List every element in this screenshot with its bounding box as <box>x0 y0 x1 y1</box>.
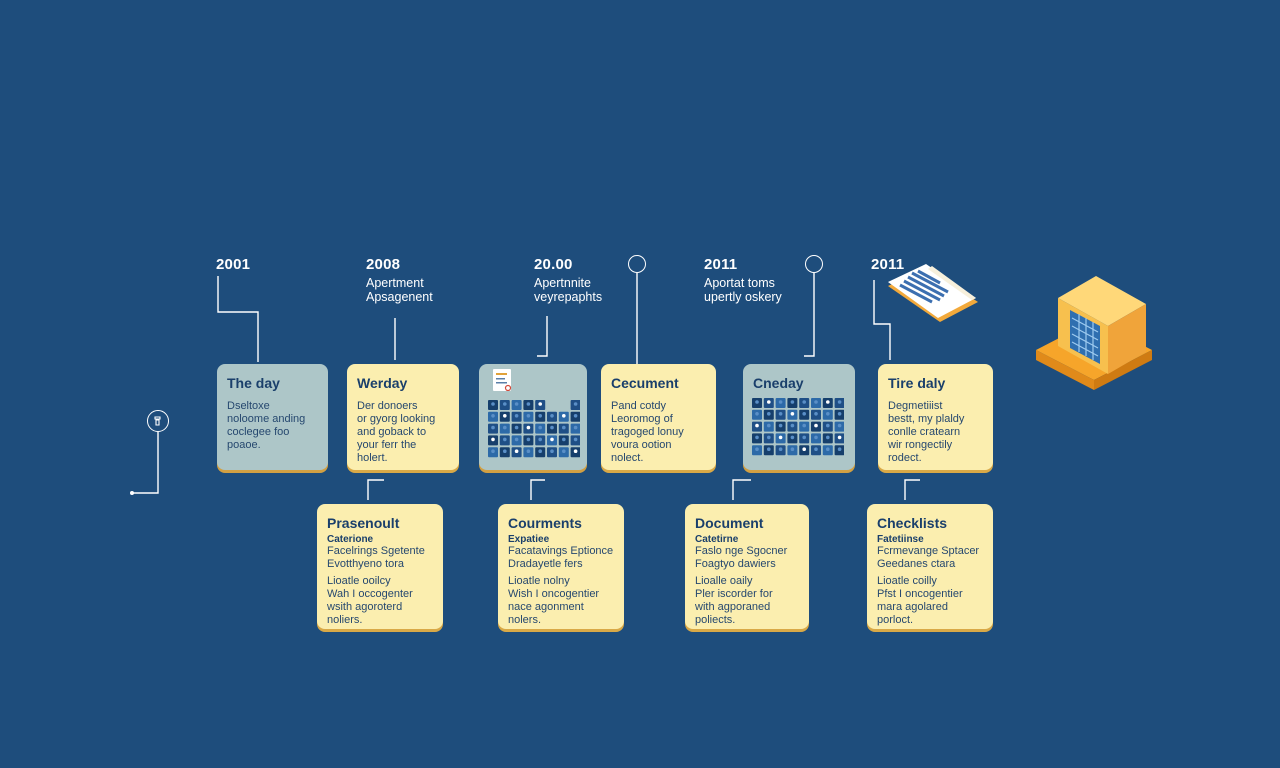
card-desc: Lioatle nolny Wish I oncogentier nace ag… <box>508 575 600 626</box>
year-label: 2008 <box>366 256 401 273</box>
card-title: Prasenoult <box>327 515 400 531</box>
card-title: Courments <box>508 515 582 531</box>
timeline-card: Werday Der donoers or gyorg looking and … <box>347 364 459 470</box>
card-title: Werday <box>357 375 408 391</box>
card-label: Expatiee <box>508 534 550 545</box>
card-title: Tire daly <box>888 375 946 391</box>
detail-card: Checklists Fatetiinse Fcrmevange Sptacer… <box>867 504 993 629</box>
card-label: Caterione <box>327 534 374 545</box>
card-body: Degmetiiist bestt, my plaldy conlle crat… <box>888 400 965 464</box>
photo-grid-icon <box>752 398 844 456</box>
photo-grid-icon <box>488 400 580 458</box>
card-body: Dseltoxe noloome anding coclegee foo poa… <box>227 400 306 451</box>
timeline-node-ring <box>805 255 823 273</box>
card-desc: Lioatle ooilcy Wah I occogenter wsith ag… <box>327 575 413 626</box>
timeline-card-image: Cneday <box>743 364 855 470</box>
document-thumbnail-icon <box>493 369 512 391</box>
year-label: 2011 <box>871 256 905 273</box>
card-desc: Facatavings Eptionce Dradayetle fers <box>508 545 614 570</box>
card-desc: Lioatle coilly Pfst I oncogentier mara a… <box>877 575 963 626</box>
open-book-icon <box>888 264 978 322</box>
card-body: Pand cotdy Leoromog of tragoged lonuy vo… <box>611 400 684 464</box>
timeline-card: The day Dseltoxe noloome anding coclegee… <box>217 364 328 470</box>
card-label: Fatetiinse <box>877 534 924 545</box>
card-desc: Faslo nge Sgocner Foagtyo dawiers <box>695 545 788 570</box>
year-subtitle: Apertnnite veyrepaphts <box>534 276 603 304</box>
card-title: Cecument <box>611 375 679 391</box>
timeline-card-image <box>479 364 587 470</box>
info-node-icon <box>147 410 169 432</box>
timeline-card: Tire daly Degmetiiist bestt, my plaldy c… <box>878 364 993 470</box>
card-title: Cneday <box>753 375 804 391</box>
card-desc: Fcrmevange Sptacer Geedanes ctara <box>877 545 980 570</box>
timeline-node-ring <box>628 255 646 273</box>
card-body: Der donoers or gyorg looking and goback … <box>357 400 436 464</box>
computer-illustration-icon <box>1036 276 1152 390</box>
year-subtitle: Apertment Apsagenent <box>366 276 433 304</box>
detail-card: Prasenoult Caterione Facelrings Sgetente… <box>317 504 443 629</box>
year-subtitle: Aportat toms upertly oskery <box>704 276 782 304</box>
timeline-card: Cecument Pand cotdy Leoromog of tragoged… <box>601 364 716 470</box>
year-label: 20.00 <box>534 256 573 273</box>
card-desc: Lioalle oaily Pler iscorder for with agp… <box>695 575 773 626</box>
card-label: Catetirne <box>695 534 739 545</box>
card-desc: Facelrings Sgetente Evotthyeno tora <box>327 545 425 570</box>
card-title: The day <box>227 375 280 391</box>
card-title: Checklists <box>877 515 948 531</box>
card-title: Document <box>695 515 764 531</box>
year-label: 2001 <box>216 256 251 273</box>
detail-card: Courments Expatiee Facatavings Eptionce … <box>498 504 624 629</box>
detail-card: Document Catetirne Faslo nge Sgocner Foa… <box>685 504 809 629</box>
year-label: 2011 <box>704 256 738 273</box>
